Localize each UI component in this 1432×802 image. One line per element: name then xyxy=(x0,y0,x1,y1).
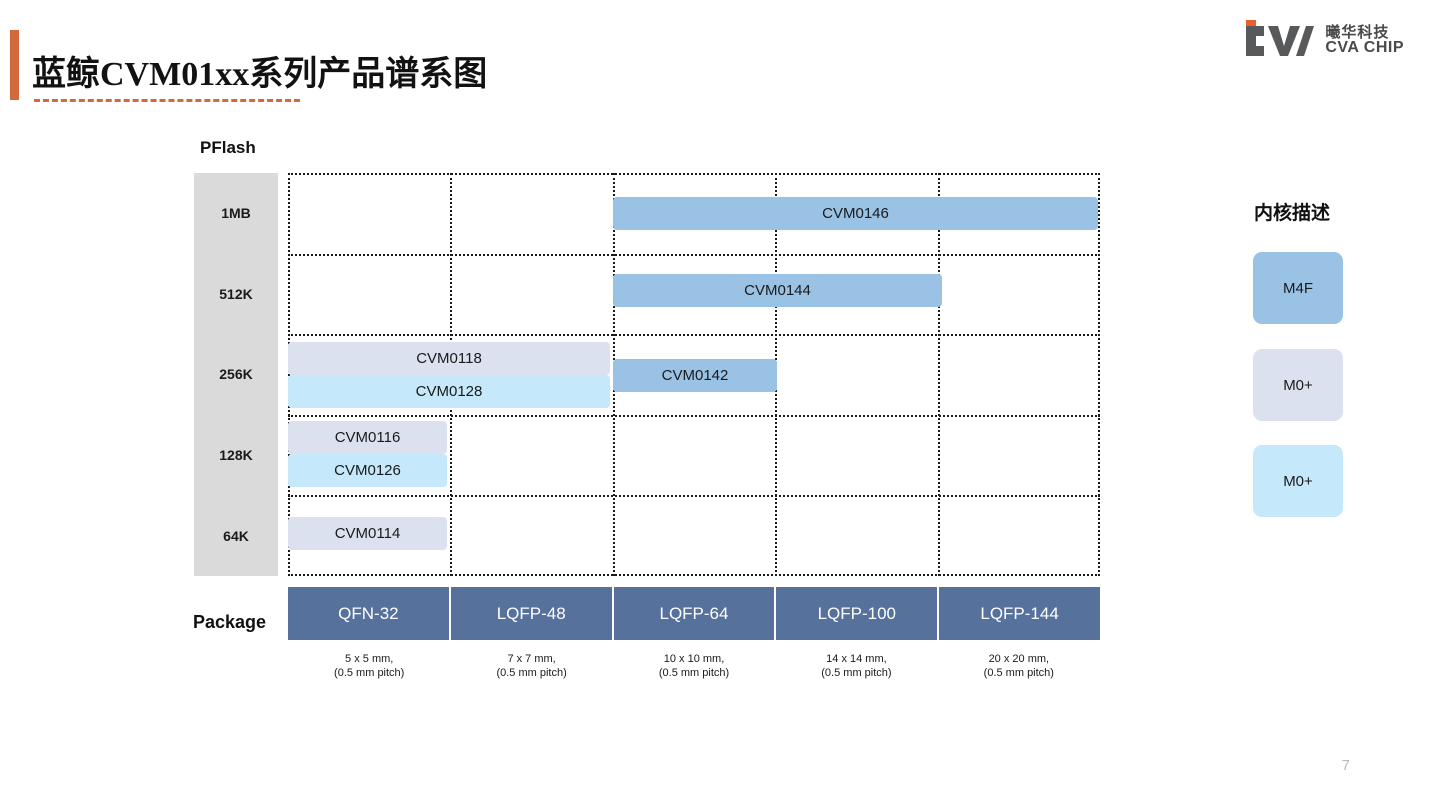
product-bar-cvm0146[interactable]: CVM0146 xyxy=(613,197,1098,230)
grid-hline-2 xyxy=(288,334,1100,337)
grid-vline-4 xyxy=(937,173,940,576)
legend-title: 内核描述 xyxy=(1254,203,1331,224)
product-bar-label: CVM0144 xyxy=(744,282,811,299)
page-number: 7 xyxy=(1341,757,1350,774)
package-cell-lqfp-100[interactable]: LQFP-100 xyxy=(776,587,940,640)
package-cell-qfn-32[interactable]: QFN-32 xyxy=(288,587,451,640)
product-bar-label: CVM0118 xyxy=(416,350,482,367)
y-tick-64k: 64K xyxy=(223,527,249,544)
legend-swatch-m4f: M4F xyxy=(1253,252,1343,324)
y-axis-title: PFlash xyxy=(200,138,256,157)
plot-border xyxy=(288,173,1100,576)
package-note-lqfp-64: 10 x 10 mm,(0.5 mm pitch) xyxy=(658,653,730,679)
product-bar-label: CVM0146 xyxy=(822,205,889,222)
package-cell-lqfp-48[interactable]: LQFP-48 xyxy=(450,587,614,640)
package-cell-lqfp-144[interactable]: LQFP-144 xyxy=(939,587,1100,640)
product-bar-cvm0114[interactable]: CVM0114 xyxy=(288,517,447,550)
cva-logo-mark-icon xyxy=(1238,20,1316,62)
product-bar-cvm0118[interactable]: CVM0118 xyxy=(288,342,610,375)
y-tick-512k: 512K xyxy=(219,285,253,302)
y-tick-1mb: 1MB xyxy=(221,205,251,222)
y-tick-128k: 128K xyxy=(219,447,253,464)
product-bar-cvm0142[interactable]: CVM0142 xyxy=(613,359,777,392)
package-note-lqfp-48: 7 x 7 mm,(0.5 mm pitch) xyxy=(496,653,567,679)
product-bar-cvm0144[interactable]: CVM0144 xyxy=(613,274,942,307)
package-header-row: QFN-32 LQFP-48 LQFP-64 LQFP-100 LQFP-144 xyxy=(288,587,1100,640)
package-note-lqfp-144: 20 x 20 mm,(0.5 mm pitch) xyxy=(983,653,1054,679)
logo-wordmark: 曦华科技 CVA CHIP xyxy=(1325,23,1404,58)
title-dashed-underline xyxy=(34,99,300,102)
product-bar-label: CVM0142 xyxy=(661,367,729,384)
product-bar-cvm0128[interactable]: CVM0128 xyxy=(288,375,610,408)
product-bar-label: CVM0114 xyxy=(334,525,401,542)
grid-hline-1 xyxy=(288,253,1100,256)
product-bar-cvm0126[interactable]: CVM0126 xyxy=(288,454,447,487)
grid-hline-3 xyxy=(288,414,1100,417)
y-axis-column: 1MB 512K 256K 128K 64K xyxy=(194,173,278,576)
package-note-lqfp-100: 14 x 14 mm,(0.5 mm pitch) xyxy=(821,653,892,679)
product-bar-label: CVM0128 xyxy=(415,383,483,400)
product-bar-label: CVM0126 xyxy=(334,462,401,479)
legend-label: M0+ xyxy=(1283,376,1313,394)
product-bar-cvm0116[interactable]: CVM0116 xyxy=(288,421,447,454)
package-cell-lqfp-64[interactable]: LQFP-64 xyxy=(613,587,777,640)
chart-plot-area: CVM0146 CVM0144 CVM0118 CVM0128 CVM0142 … xyxy=(288,173,1100,576)
legend-swatch-m0plus-lavender: M0+ xyxy=(1253,349,1343,421)
title-accent-bar xyxy=(10,30,19,100)
legend-label: M0+ xyxy=(1283,472,1313,490)
y-tick-256k: 256K xyxy=(219,366,253,383)
company-logo: 曦华科技 CVA CHIP xyxy=(1238,18,1404,64)
grid-hline-4 xyxy=(288,495,1100,498)
page-title: 蓝鲸CVM01xx系列产品谱系图 xyxy=(32,56,488,93)
logo-brand-en: CVA CHIP xyxy=(1325,39,1404,57)
legend-swatch-m0plus-cyan: M0+ xyxy=(1253,445,1343,517)
x-axis-title: Package xyxy=(193,612,267,632)
package-dimension-notes: 5 x 5 mm,(0.5 mm pitch) 7 x 7 mm,(0.5 mm… xyxy=(288,653,1100,693)
package-note-qfn-32: 5 x 5 mm,(0.5 mm pitch) xyxy=(334,653,405,679)
product-bar-label: CVM0116 xyxy=(334,429,401,446)
legend-label: M4F xyxy=(1283,279,1313,297)
logo-brand-cn: 曦华科技 xyxy=(1325,23,1390,41)
